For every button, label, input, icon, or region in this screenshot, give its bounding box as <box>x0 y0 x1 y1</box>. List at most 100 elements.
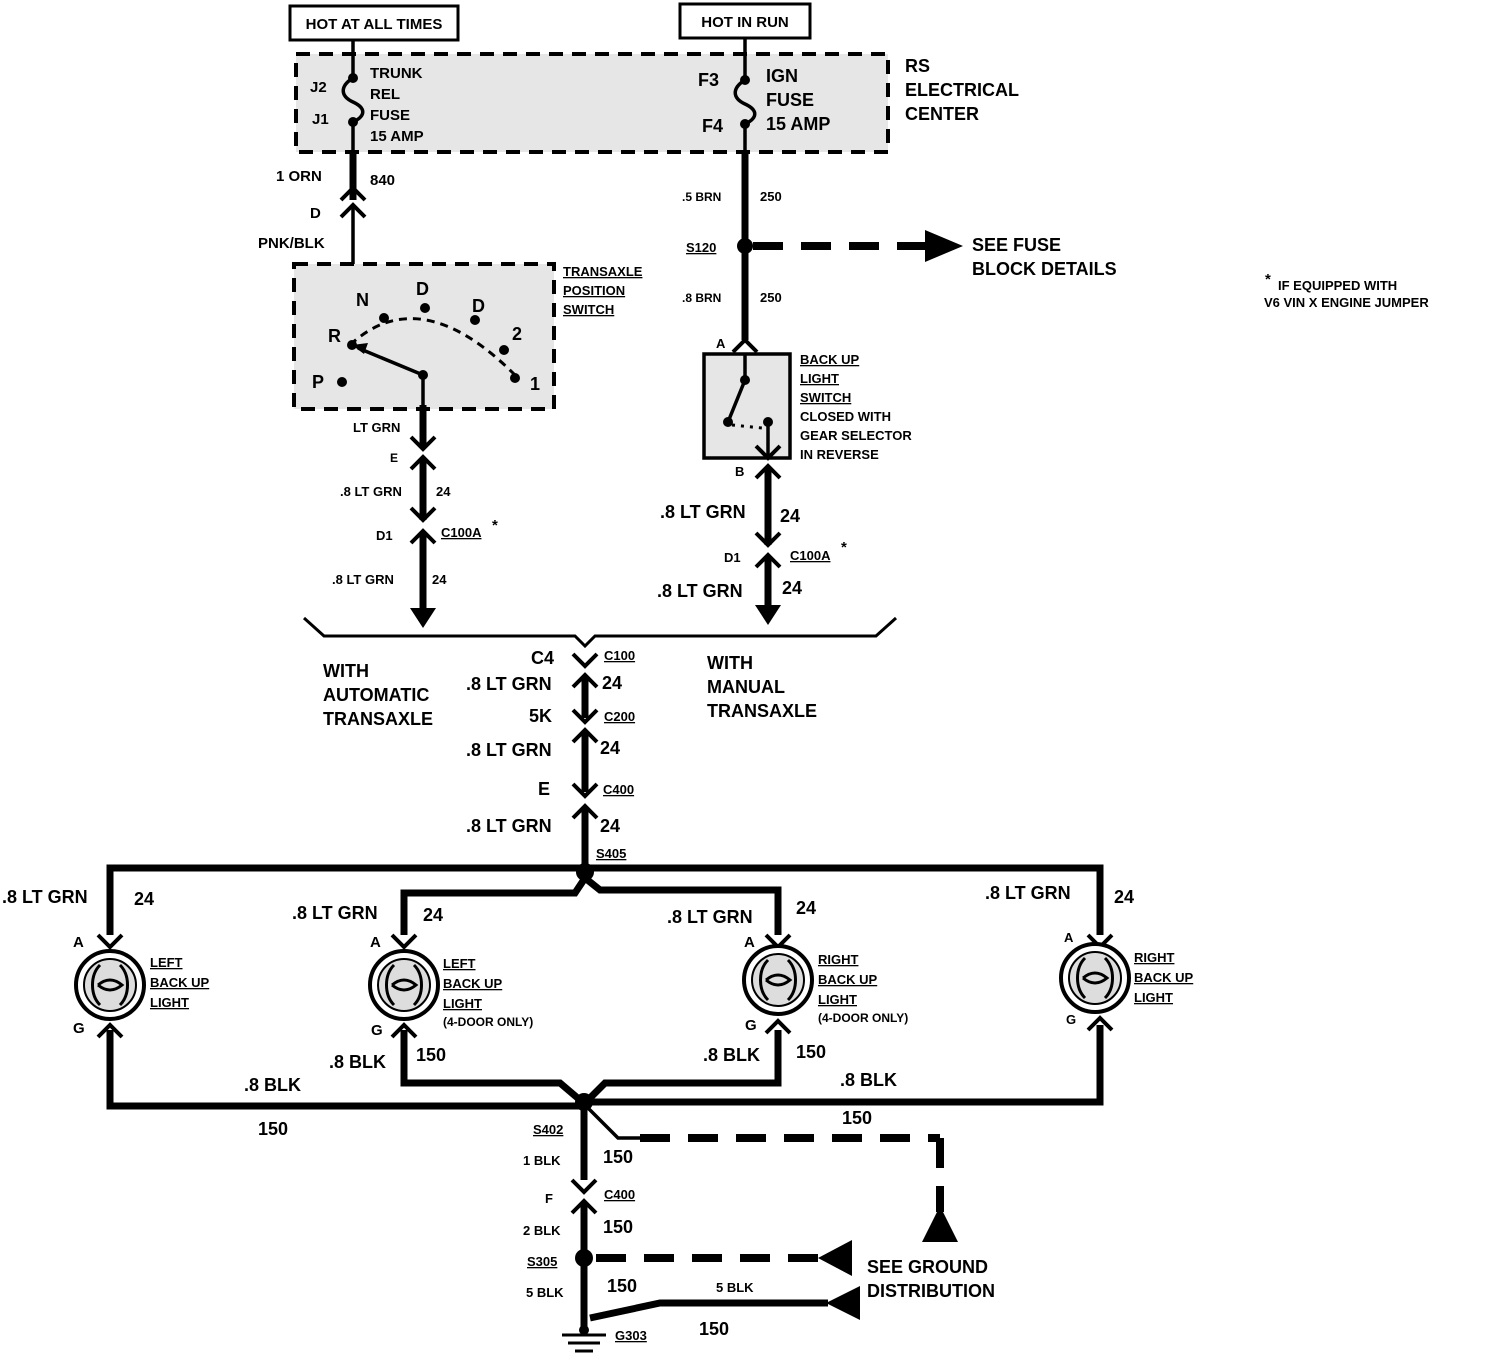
svg-text:24: 24 <box>796 898 816 918</box>
svg-text:.8 LT GRN: .8 LT GRN <box>667 907 753 927</box>
svg-text:B: B <box>735 464 744 479</box>
svg-text:D1: D1 <box>724 550 741 565</box>
svg-text:POSITION: POSITION <box>563 283 625 298</box>
svg-text:TRANSAXLE: TRANSAXLE <box>707 701 817 721</box>
svg-text:LIGHT: LIGHT <box>818 992 857 1007</box>
svg-text:D: D <box>472 296 485 316</box>
svg-text:D: D <box>310 205 321 222</box>
svg-text:P: P <box>312 372 324 392</box>
svg-text:J1: J1 <box>312 111 329 128</box>
svg-text:24: 24 <box>600 816 620 836</box>
svg-text:SWITCH: SWITCH <box>563 302 614 317</box>
left-back-up-light-4-door: .8 LT GRN 24 A G LEFT BACK UP LIGHT (4-D… <box>292 903 533 1039</box>
svg-text:1 ORN: 1 ORN <box>276 168 322 185</box>
svg-text:TRUNK: TRUNK <box>370 65 423 82</box>
svg-text:.8 BLK: .8 BLK <box>840 1070 897 1090</box>
footnote: * IF EQUIPPED WITH V6 VIN X ENGINE JUMPE… <box>1264 271 1429 310</box>
svg-text:TRANSAXLE: TRANSAXLE <box>323 709 433 729</box>
svg-text:SEE FUSE: SEE FUSE <box>972 235 1061 255</box>
svg-text:G303: G303 <box>615 1328 647 1343</box>
svg-text:D: D <box>416 279 429 299</box>
svg-text:HOT IN RUN: HOT IN RUN <box>701 14 789 31</box>
svg-text:15 AMP: 15 AMP <box>370 128 424 145</box>
svg-text:C100A: C100A <box>790 548 831 563</box>
svg-text:E: E <box>538 779 550 799</box>
svg-text:(4-DOOR ONLY): (4-DOOR ONLY) <box>818 1011 908 1025</box>
svg-text:FUSE: FUSE <box>370 107 410 124</box>
svg-text:LEFT: LEFT <box>443 956 476 971</box>
hot-at-all-times-label: HOT AT ALL TIMES <box>288 4 460 42</box>
svg-text:5 BLK: 5 BLK <box>716 1280 754 1295</box>
svg-text:*: * <box>841 539 847 556</box>
svg-text:BACK UP: BACK UP <box>800 352 860 367</box>
svg-text:C400: C400 <box>604 1187 635 1202</box>
svg-text:RS: RS <box>905 56 930 76</box>
svg-text:24: 24 <box>1114 887 1134 907</box>
svg-text:.8 LT GRN: .8 LT GRN <box>657 581 743 601</box>
svg-text:C400: C400 <box>603 782 634 797</box>
svg-text:.8 LT GRN: .8 LT GRN <box>466 740 552 760</box>
svg-text:CENTER: CENTER <box>905 104 979 124</box>
svg-text:150: 150 <box>796 1042 826 1062</box>
svg-text:.8 BLK: .8 BLK <box>703 1045 760 1065</box>
svg-text:BLOCK DETAILS: BLOCK DETAILS <box>972 259 1117 279</box>
svg-text:.8 LT GRN: .8 LT GRN <box>985 883 1071 903</box>
svg-text:F: F <box>545 1191 553 1206</box>
svg-text:150: 150 <box>603 1217 633 1237</box>
svg-text:C100A: C100A <box>441 525 482 540</box>
svg-text:BACK UP: BACK UP <box>818 972 878 987</box>
svg-text:250: 250 <box>760 290 782 305</box>
svg-text:C4: C4 <box>531 648 554 668</box>
svg-text:15 AMP: 15 AMP <box>766 114 830 134</box>
svg-text:G: G <box>745 1017 757 1034</box>
svg-text:PNK/BLK: PNK/BLK <box>258 235 325 252</box>
svg-text:.8 LT GRN: .8 LT GRN <box>466 816 552 836</box>
svg-text:150: 150 <box>842 1108 872 1128</box>
svg-text:GEAR SELECTOR: GEAR SELECTOR <box>800 428 912 443</box>
svg-text:LIGHT: LIGHT <box>443 996 482 1011</box>
svg-text:TRANSAXLE: TRANSAXLE <box>563 264 643 279</box>
svg-text:24: 24 <box>432 572 447 587</box>
svg-text:WITH: WITH <box>707 653 753 673</box>
svg-text:24: 24 <box>423 905 443 925</box>
svg-text:V6 VIN X ENGINE JUMPER: V6 VIN X ENGINE JUMPER <box>1264 295 1429 310</box>
left-branch-lower-wiring: LT GRN E .8 LT GRN 24 D1 C100A * .8 LT G… <box>332 375 498 628</box>
svg-text:.8 LT GRN: .8 LT GRN <box>2 887 88 907</box>
svg-text:150: 150 <box>603 1147 633 1167</box>
svg-text:.8 LT GRN: .8 LT GRN <box>332 572 394 587</box>
svg-text:BACK UP: BACK UP <box>1134 970 1194 985</box>
svg-text:A: A <box>370 934 381 951</box>
svg-text:1: 1 <box>530 374 540 394</box>
svg-text:250: 250 <box>760 189 782 204</box>
svg-text:LIGHT: LIGHT <box>1134 990 1173 1005</box>
svg-text:2 BLK: 2 BLK <box>523 1223 561 1238</box>
svg-text:24: 24 <box>780 506 800 526</box>
svg-text:RIGHT: RIGHT <box>818 952 859 967</box>
ground-lower: S402 1 BLK 150 F C400 2 BLK 150 S305 SEE… <box>523 1106 995 1353</box>
svg-text:S402: S402 <box>533 1122 563 1137</box>
svg-text:.8 BLK: .8 BLK <box>329 1052 386 1072</box>
svg-text:24: 24 <box>782 578 802 598</box>
svg-text:.8 LT GRN: .8 LT GRN <box>340 484 402 499</box>
right-branch-wiring: .5 BRN 250 S120 SEE FUSE BLOCK DETAILS .… <box>682 152 1117 354</box>
right-back-up-light-4-door: .8 LT GRN 24 A G RIGHT BACK UP LIGHT (4-… <box>667 898 908 1035</box>
svg-text:AUTOMATIC: AUTOMATIC <box>323 685 429 705</box>
ground-bus: .8 BLK 150 .8 BLK 150 .8 BLK 150 .8 BLK … <box>106 1025 1104 1139</box>
svg-text:C100: C100 <box>604 648 635 663</box>
svg-text:150: 150 <box>416 1045 446 1065</box>
svg-text:150: 150 <box>258 1119 288 1139</box>
svg-text:SWITCH: SWITCH <box>800 390 851 405</box>
svg-text:24: 24 <box>134 889 154 909</box>
svg-text:5K: 5K <box>529 706 552 726</box>
svg-text:IGN: IGN <box>766 66 798 86</box>
svg-text:J2: J2 <box>310 79 327 96</box>
svg-text:CLOSED WITH: CLOSED WITH <box>800 409 891 424</box>
svg-text:150: 150 <box>607 1276 637 1296</box>
svg-text:24: 24 <box>436 484 451 499</box>
rs-electrical-center: RS ELECTRICAL CENTER <box>294 52 1019 154</box>
svg-text:.8 LT GRN: .8 LT GRN <box>660 502 746 522</box>
svg-text:2: 2 <box>512 324 522 344</box>
svg-text:F4: F4 <box>702 116 723 136</box>
transaxle-position-switch: N D D 2 R P 1 TRANSAXLE POSITION SWITCH <box>292 262 643 411</box>
